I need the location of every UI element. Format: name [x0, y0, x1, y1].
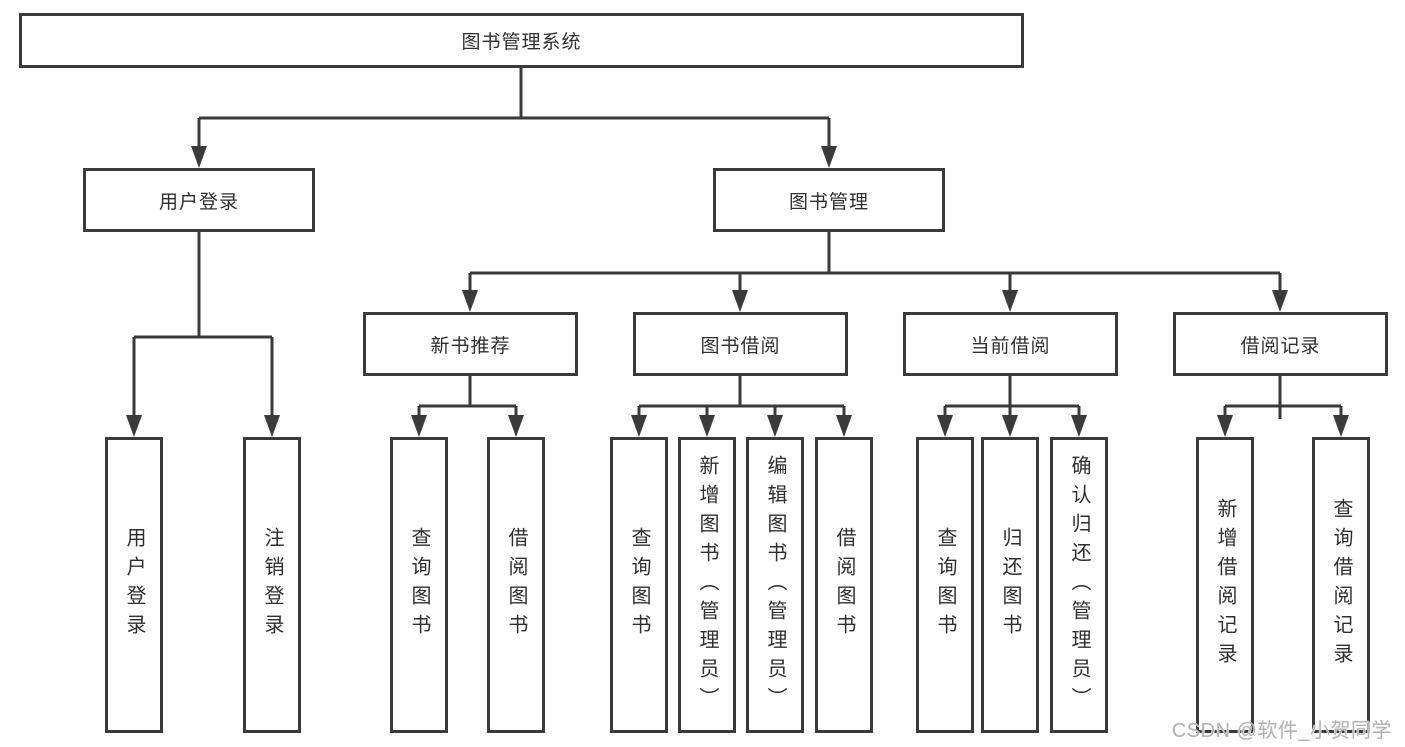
connector-bookborrow-to-leaves — [637, 376, 846, 419]
arrowhead-icon — [1272, 290, 1288, 312]
arrowhead-icon — [1333, 415, 1349, 437]
leaf-current-return-books: 归还图书 — [981, 437, 1039, 733]
arrowhead-icon — [821, 146, 837, 168]
arrowhead-icon — [937, 415, 953, 437]
connector-userlogin-to-leaves — [132, 232, 274, 419]
node-book-management: 图书管理 — [713, 168, 945, 232]
node-label: 用户登录 — [123, 527, 145, 643]
arrowhead-icon — [699, 415, 715, 437]
node-label: 确认归还（管理员） — [1068, 454, 1090, 716]
node-label: 新增图书（管理员） — [696, 454, 718, 716]
node-label: 借阅记录 — [1240, 335, 1321, 357]
arrowhead-icon — [1071, 415, 1087, 437]
arrowhead-icon — [411, 415, 427, 437]
node-label: 图书借阅 — [700, 335, 781, 357]
leaf-newbook-query-books: 查询图书 — [390, 437, 448, 733]
arrowhead-icon — [462, 290, 478, 312]
connector-borrowrecord-to-leaves — [1223, 376, 1343, 419]
node-label: 查询图书 — [934, 527, 956, 643]
leaf-borrow-add-books-admin: 新增图书（管理员） — [678, 437, 736, 733]
node-user-login: 用户登录 — [83, 168, 315, 232]
connector-currentborrow-to-leaves — [943, 376, 1081, 419]
arrowhead-icon — [191, 146, 207, 168]
leaf-borrow-query-books: 查询图书 — [610, 437, 668, 733]
node-label: 查询图书 — [628, 527, 650, 643]
leaf-logout: 注销登录 — [243, 437, 301, 733]
leaf-records-add-record: 新增借阅记录 — [1196, 437, 1254, 733]
node-label: 查询借阅记录 — [1330, 498, 1352, 672]
node-label: 新书推荐 — [430, 335, 511, 357]
node-label: 图书管理 — [788, 191, 869, 213]
node-label: 新增借阅记录 — [1214, 498, 1236, 672]
node-book-borrow: 图书借阅 — [633, 312, 848, 376]
node-label: 编辑图书（管理员） — [764, 454, 786, 716]
node-label: 查询图书 — [408, 527, 430, 643]
node-borrow-records: 借阅记录 — [1173, 312, 1388, 376]
node-label: 图书管理系统 — [461, 32, 582, 53]
arrowhead-icon — [508, 415, 524, 437]
leaf-current-confirm-return-admin: 确认归还（管理员） — [1050, 437, 1108, 733]
leaf-current-query-books: 查询图书 — [916, 437, 974, 733]
arrowhead-icon — [836, 415, 852, 437]
node-label: 归还图书 — [999, 527, 1021, 643]
arrowhead-icon — [264, 415, 280, 437]
leaf-user-login: 用户登录 — [105, 437, 163, 733]
arrowhead-icon — [1217, 415, 1233, 437]
node-label: 借阅图书 — [833, 527, 855, 643]
arrowhead-icon — [767, 415, 783, 437]
arrow-heads — [126, 146, 1349, 437]
node-label: 当前借阅 — [970, 335, 1051, 357]
arrowhead-icon — [631, 415, 647, 437]
node-current-borrow: 当前借阅 — [903, 312, 1118, 376]
watermark-text: CSDN @软件_小贺同学 — [1171, 720, 1392, 742]
node-label: 借阅图书 — [505, 527, 527, 643]
arrowhead-icon — [732, 290, 748, 312]
node-new-book-recommend: 新书推荐 — [363, 312, 578, 376]
leaf-borrow-borrow-books: 借阅图书 — [815, 437, 873, 733]
leaf-borrow-edit-books-admin: 编辑图书（管理员） — [746, 437, 804, 733]
arrowhead-icon — [126, 415, 142, 437]
leaf-newbook-borrow-books: 借阅图书 — [487, 437, 545, 733]
leaf-records-query-record: 查询借阅记录 — [1312, 437, 1370, 733]
arrowhead-icon — [1002, 290, 1018, 312]
node-label: 用户登录 — [158, 191, 239, 213]
connector-bookmgmt-to-level3 — [468, 232, 1282, 294]
arrowhead-icon — [1002, 415, 1018, 437]
connector-newbook-to-leaves — [417, 376, 518, 419]
node-root: 图书管理系统 — [19, 13, 1024, 68]
node-label: 注销登录 — [261, 527, 283, 643]
connector-root-to-level2 — [197, 68, 831, 150]
